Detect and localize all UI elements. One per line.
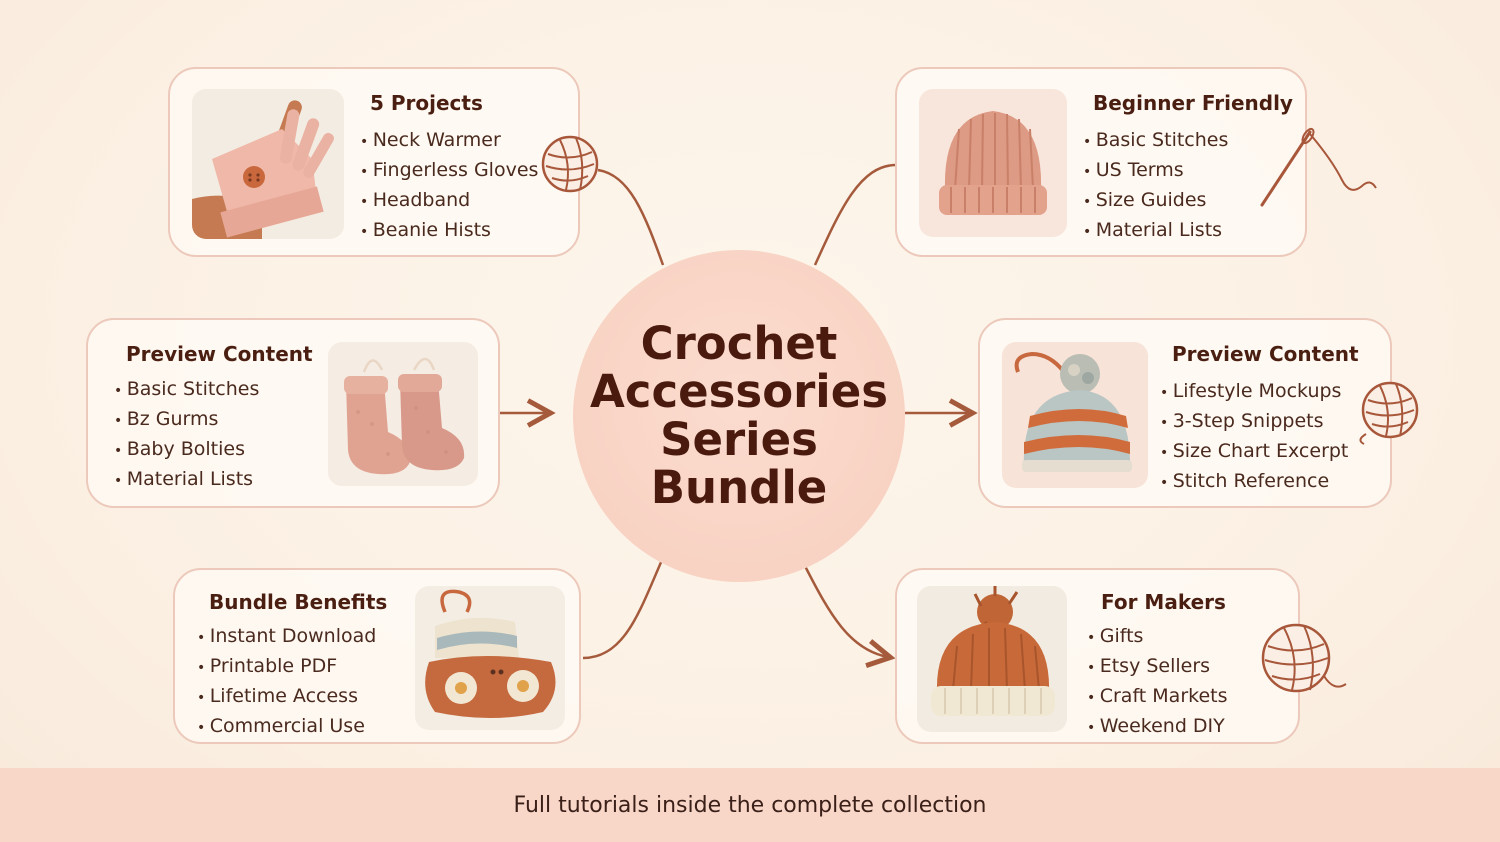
baby-booties-photo [328,342,478,486]
yarn-ball-icon [1261,623,1347,693]
list-item: Instant Download [197,622,377,652]
card-title: 5 Projects [370,91,483,115]
list-item: Material Lists [1083,216,1228,246]
needle-icon [1260,127,1377,207]
card-title: Preview Content [1172,342,1359,366]
list-item: 3-Step Snippets [1160,407,1348,437]
list-item: Baby Bolties [114,435,259,465]
card-list: Gifts Etsy Sellers Craft Markets Weekend… [1087,622,1228,742]
connector-top-right [813,163,897,266]
list-item: Craft Markets [1087,682,1228,712]
card-makers: For Makers Gifts Etsy Sellers Craft Mark… [895,568,1300,744]
list-item: Size Guides [1083,186,1228,216]
list-item: Printable PDF [197,652,376,682]
list-item: Size Chart Excerpt [1160,437,1349,467]
list-item: Basic Stitches [1083,126,1229,156]
card-preview-right: Preview Content Lifestyle Mockups 3-Step… [978,318,1392,508]
connector-bottom-right [803,565,888,657]
footer-banner: Full tutorials inside the complete colle… [0,768,1500,842]
card-preview-left: Preview Content Basic Stitches Bz Gurms … [86,318,500,508]
list-item: Commercial Use [197,712,376,742]
yarn-ball-icon [541,135,599,193]
list-item: Fingerless Gloves [360,156,539,186]
card-projects: 5 Projects Neck Warmer Fingerless Gloves… [168,67,580,257]
list-item: Lifetime Access [197,682,376,712]
list-item: Basic Stitches [114,375,260,405]
card-list: Basic Stitches Bz Gurms Baby Bolties Mat… [114,375,260,495]
card-list: Instant Download Printable PDF Lifetime … [197,622,377,742]
list-item: Etsy Sellers [1087,652,1228,682]
flower-bootie-photo [415,586,565,730]
card-list: Basic Stitches US Terms Size Guides Mate… [1083,126,1229,246]
card-list: Neck Warmer Fingerless Gloves Headband B… [360,126,539,246]
pompom-beanie-photo [917,586,1067,732]
card-title: Bundle Benefits [209,590,388,614]
card-list: Lifestyle Mockups 3-Step Snippets Size C… [1160,377,1349,497]
list-item: Material Lists [114,465,259,495]
list-item: Bz Gurms [114,405,259,435]
center-title: Crochet Accessories Series Bundle [589,317,889,514]
glove-photo [192,89,344,239]
card-title: For Makers [1101,590,1226,614]
center-circle: Crochet Accessories Series Bundle [573,250,905,582]
card-title: Preview Content [126,342,313,366]
list-item: Lifestyle Mockups [1160,377,1348,407]
list-item: Headband [360,186,538,216]
card-title: Beginner Friendly [1093,91,1293,115]
list-item: Weekend DIY [1087,712,1228,742]
card-benefits: Bundle Benefits Instant Download Printab… [173,568,581,744]
list-item: US Terms [1083,156,1228,186]
list-item: Stitch Reference [1160,467,1348,497]
card-beginner: Beginner Friendly Basic Stitches US Term… [895,67,1307,257]
striped-beanie-photo [1002,342,1148,488]
list-item: Gifts [1087,622,1228,652]
connector-top-left [597,168,665,266]
list-item: Beanie Hists [360,216,538,246]
rib-beanie-photo [919,89,1067,237]
connector-bottom-left [582,559,664,660]
list-item: Neck Warmer [360,126,538,156]
footer-text: Full tutorials inside the complete colle… [513,792,987,818]
yarn-ball-icon [1359,381,1419,445]
